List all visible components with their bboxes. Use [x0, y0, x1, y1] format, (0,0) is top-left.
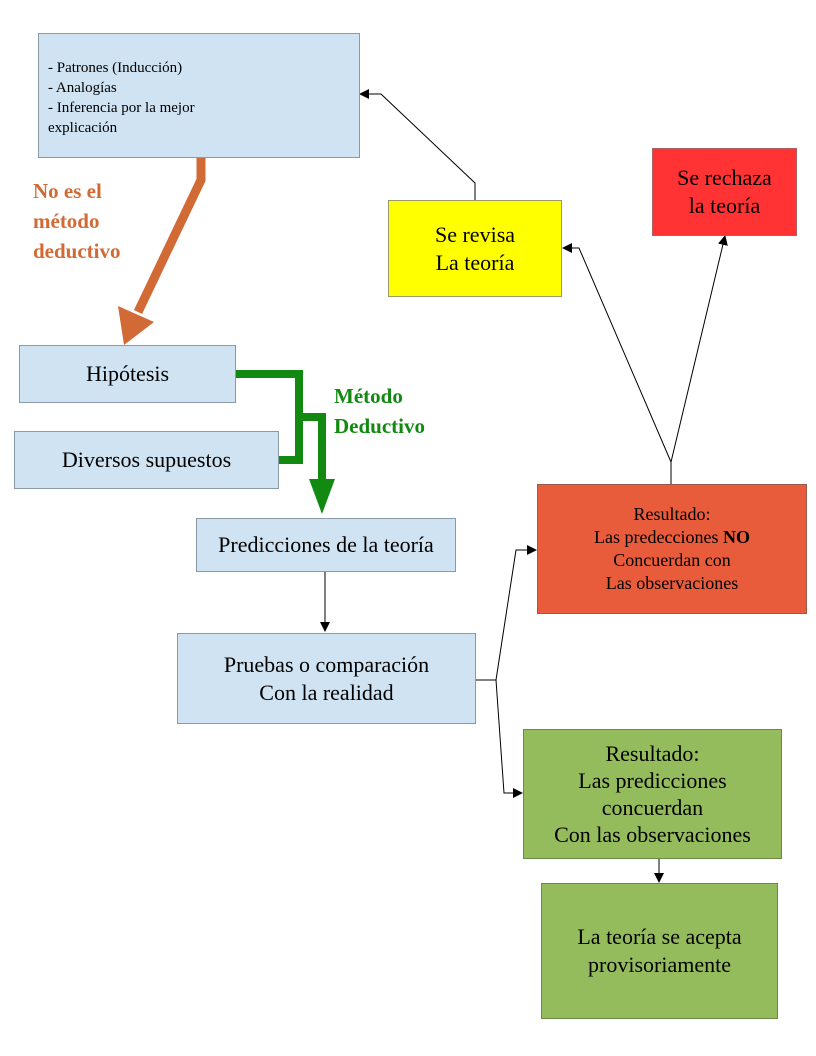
metodo-deductivo-line: Método [334, 384, 403, 408]
no-deductivo-arrow [118, 158, 206, 345]
sources-line: - Inferencia por la mejor [48, 100, 195, 116]
pruebas-line: Pruebas o comparación [223, 651, 430, 677]
metodo-deductivo-label: Método Deductivo [334, 381, 425, 441]
rechaza-box: Se rechaza la teoría [652, 148, 797, 236]
no-deductivo-label: No es el método deductivo [33, 176, 121, 266]
sources-line: - Analogías [48, 80, 117, 96]
arrow-resultado-no-rechaza [670, 235, 728, 463]
supuestos-text: Diversos supuestos [61, 447, 232, 472]
resultado-no-line: Resultado: [633, 504, 711, 524]
predicciones-box: Predicciones de la teoría [196, 518, 456, 572]
sources-line: - Patrones (Inducción) [48, 60, 183, 76]
resultado-si-line: Las predicciones [578, 768, 727, 793]
pruebas-line: Con la realidad [259, 679, 394, 705]
no-deductivo-line: deductivo [33, 239, 121, 263]
rechaza-line: la teoría [688, 193, 761, 218]
predicciones-text: Predicciones de la teoría [218, 532, 434, 557]
metodo-deductivo-line: Deductivo [334, 414, 425, 438]
supuestos-box: Diversos supuestos [14, 431, 279, 489]
sources-box: - Patrones (Inducción) - Analogías - Inf… [38, 33, 360, 158]
resultado-no-box: Resultado: Las predecciones NO Concuerda… [537, 484, 807, 614]
metodo-deductivo-arrow [236, 370, 335, 514]
resultado-si-line: Con las observaciones [554, 822, 751, 847]
resultado-no-line: Las observaciones [605, 573, 739, 593]
hipotesis-text: Hipótesis [85, 361, 170, 386]
rechaza-line: Se rechaza [677, 165, 772, 190]
acepta-line: La teoría se acepta [577, 924, 742, 949]
acepta-box: La teoría se acepta provisoriamente [541, 883, 778, 1019]
resultado-no-line: Las predecciones NO [594, 526, 750, 549]
arrow-resultado-no-revisa [562, 243, 672, 484]
no-deductivo-line: método [33, 209, 100, 233]
revisa-line: Se revisa [434, 221, 516, 247]
arrow-pruebas-resultado-no [476, 545, 537, 681]
acepta-line: provisoriamente [588, 952, 731, 977]
resultado-no-line: Concuerdan con [613, 550, 731, 570]
resultado-si-box: Resultado: Las predicciones concuerdan C… [523, 729, 782, 859]
resultado-si-line: Resultado: [605, 741, 700, 766]
no-emphasis: NO [722, 527, 750, 547]
no-deductivo-line: No es el [33, 179, 102, 203]
resultado-si-line: concuerdan [601, 795, 704, 820]
sources-line: explicación [48, 120, 118, 136]
hipotesis-box: Hipótesis [19, 345, 236, 403]
pruebas-box: Pruebas o comparación Con la realidad [177, 633, 476, 724]
arrow-revisa-sources [359, 89, 476, 200]
revisa-line: La teoría [435, 249, 515, 275]
revisa-box: Se revisa La teoría [388, 200, 562, 297]
arrow-pruebas-resultado-si [495, 679, 523, 798]
resultado-no-pre: Las predecciones [594, 527, 723, 547]
